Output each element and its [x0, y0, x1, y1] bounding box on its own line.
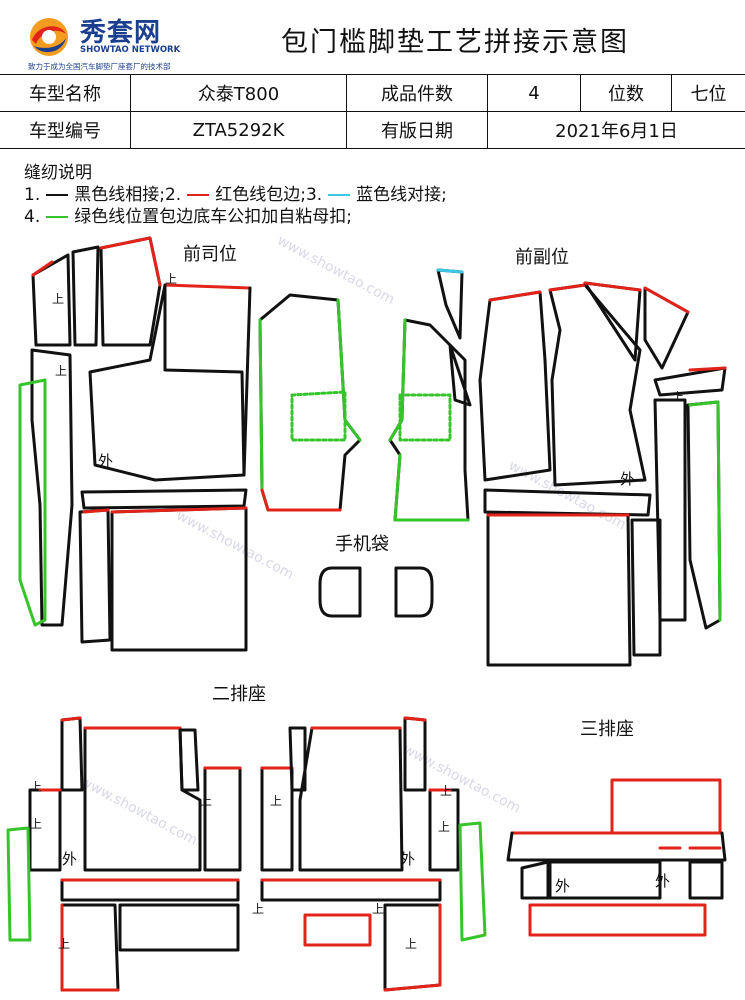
outer-mark: 外: [98, 452, 114, 470]
pieces-label: 成品件数: [346, 74, 488, 112]
third-row-pieces: [506, 778, 727, 937]
outer-mark: 外: [555, 877, 571, 895]
up-mark: 上: [30, 780, 43, 794]
front-passenger-pieces: [388, 268, 727, 667]
front-driver-label: 前司位: [183, 244, 237, 265]
up-mark: 上: [672, 390, 685, 404]
green-line-swatch: [46, 216, 69, 218]
outer-mark: 外: [62, 850, 78, 868]
logo-name: 秀套网: [80, 18, 162, 48]
note-1-text: 黑色线相接;: [74, 185, 165, 205]
up-mark: 上: [55, 364, 68, 378]
front-passenger-label: 前副位: [515, 247, 569, 268]
date-value: 2021年6月1日: [487, 111, 745, 149]
up-mark: 上: [30, 817, 43, 831]
logo-tagline: 致力于成为全国汽车脚垫厂座套厂的技术部: [28, 62, 171, 71]
up-mark: 上: [372, 902, 385, 916]
up-mark: 上: [165, 272, 178, 286]
note-3-number: 3.: [305, 185, 323, 205]
note-2-number: 2.: [164, 185, 182, 205]
up-mark: 上: [252, 902, 265, 916]
document-title: 包门槛脚垫工艺拼接示意图: [281, 27, 629, 58]
note-1-number: 1.: [24, 185, 41, 205]
seats-value: 七位: [671, 74, 745, 112]
note-4-text: 绿色线位置包边底车公扣加自粘母扣;: [74, 207, 352, 227]
date-label: 有版日期: [346, 111, 488, 149]
notes-line-1: 1. 黑色线相接;2. 红色线包边;3. 蓝色线对接;: [24, 180, 447, 205]
up-mark: 上: [52, 292, 65, 306]
notes-title: 缝纫说明: [24, 163, 92, 183]
sewing-notes: 缝纫说明 1. 黑色线相接;2. 红色线包边;3. 蓝色线对接; 4. 绿色线位置包边底…: [0, 152, 745, 242]
up-mark: 上: [405, 937, 418, 951]
up-mark: 上: [438, 820, 451, 834]
note-2-text: 红色线包边;: [215, 185, 306, 205]
phone-pocket-pieces: [318, 566, 434, 618]
red-line-swatch: [187, 194, 210, 196]
header: 秀套网 SHOWTAO NETWORK 致力于成为全国汽车脚垫厂座套厂的技术部 …: [0, 0, 745, 75]
notes-line-2: 4. 绿色线位置包边底车公扣加自粘母扣;: [24, 202, 352, 227]
second-row-pieces: [6, 716, 487, 992]
note-4-number: 4.: [24, 207, 41, 227]
brand-logo: 秀套网 SHOWTAO NETWORK 致力于成为全国汽车脚垫厂座套厂的技术部: [22, 8, 202, 71]
blue-line-swatch: [328, 194, 351, 196]
up-mark: 上: [200, 794, 213, 808]
note-3-text: 蓝色线对接;: [356, 185, 447, 205]
outer-mark: 外: [620, 470, 636, 488]
info-table: 车型名称 众泰T800 成品件数 4 位数 七位 车型编号 ZTA5292K 有…: [0, 74, 745, 149]
info-row-2: 车型编号 ZTA5292K 有版日期 2021年6月1日: [0, 111, 745, 149]
logo-swirl-icon: [30, 18, 68, 56]
front-driver-pieces: [18, 236, 362, 652]
up-mark: 上: [58, 937, 71, 951]
outer-mark: 外: [400, 850, 416, 868]
third-row-label: 三排座: [580, 719, 634, 740]
outer-mark: 外: [655, 872, 671, 890]
model-code-value: ZTA5292K: [130, 111, 347, 149]
black-line-swatch: [46, 194, 69, 196]
seats-label: 位数: [580, 74, 672, 112]
phone-pocket-label: 手机袋: [335, 534, 389, 555]
up-mark: 上: [440, 784, 453, 798]
model-code-label: 车型编号: [0, 111, 131, 149]
up-mark: 上: [270, 794, 283, 808]
logo-english: SHOWTAO NETWORK: [80, 45, 181, 55]
second-row-label: 二排座: [212, 684, 266, 705]
